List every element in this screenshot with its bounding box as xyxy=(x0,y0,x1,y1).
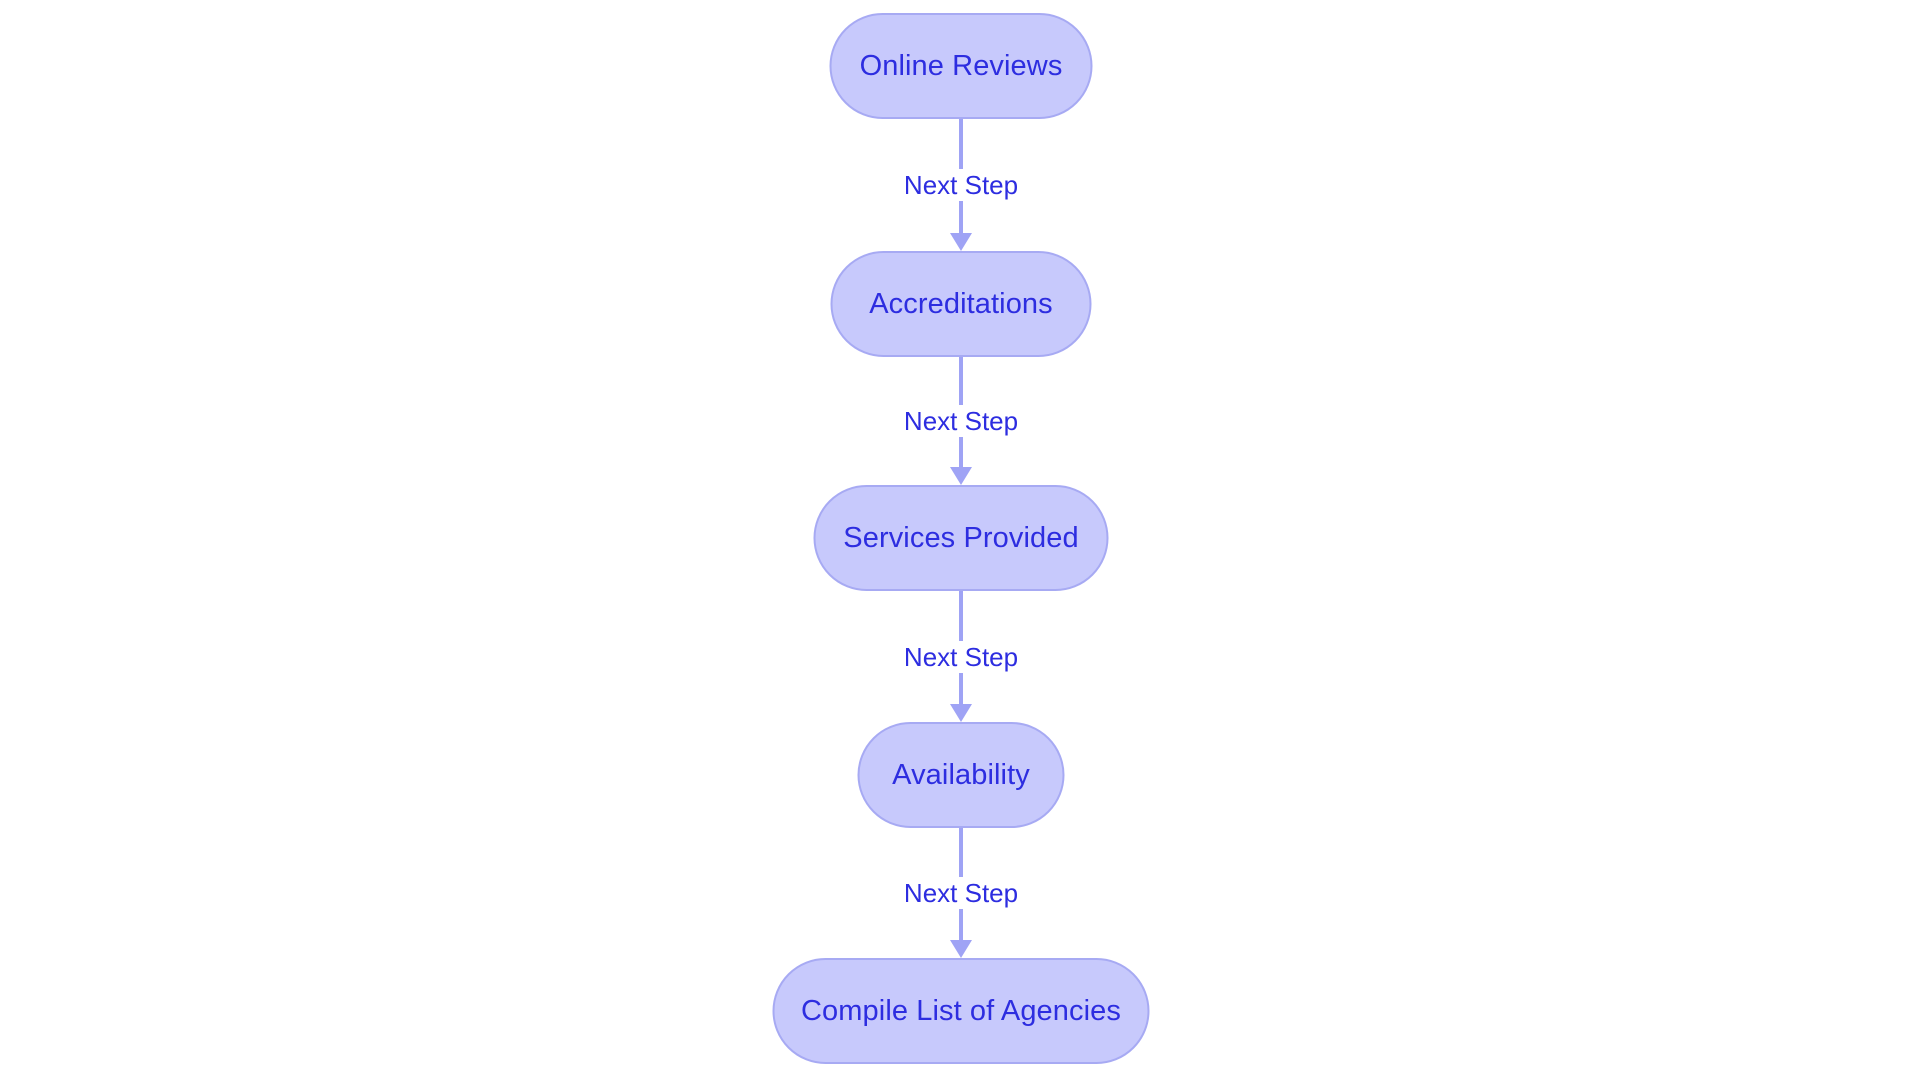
arrowhead-icon xyxy=(950,704,972,722)
flow-node-compile-list[interactable]: Compile List of Agencies xyxy=(772,958,1150,1064)
flow-node-label: Compile List of Agencies xyxy=(801,994,1121,1027)
flow-node-label: Services Provided xyxy=(843,521,1079,554)
edge-label: Next Step xyxy=(896,877,1026,909)
flow-node-label: Accreditations xyxy=(869,287,1053,320)
flow-node-accreditations[interactable]: Accreditations xyxy=(830,251,1092,357)
edge-label: Next Step xyxy=(896,640,1026,673)
flow-node-label: Availability xyxy=(892,758,1030,791)
flow-node-services-provided[interactable]: Services Provided xyxy=(813,485,1109,591)
flow-node-label: Online Reviews xyxy=(859,49,1063,82)
arrowhead-icon xyxy=(950,467,972,485)
flow-node-availability[interactable]: Availability xyxy=(857,722,1065,828)
arrowhead-icon xyxy=(950,940,972,958)
edge-label: Next Step xyxy=(896,169,1026,201)
edge-label: Next Step xyxy=(896,405,1026,437)
arrowhead-icon xyxy=(950,233,972,251)
flow-node-online-reviews[interactable]: Online Reviews xyxy=(829,13,1093,119)
